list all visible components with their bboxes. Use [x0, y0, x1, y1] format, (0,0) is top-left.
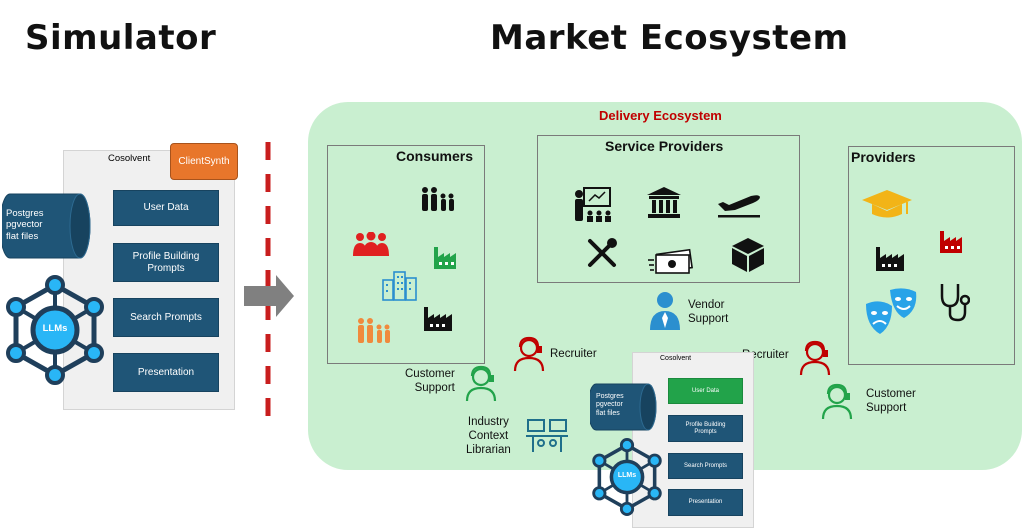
customer-support-left-icon — [465, 365, 497, 402]
mini-profile-building-prompts-box: Profile Building Prompts — [668, 415, 743, 442]
database-cylinder — [2, 193, 91, 259]
delivery-ecosystem-title: Delivery Ecosystem — [599, 108, 722, 123]
simulator-title: Simulator — [25, 18, 217, 58]
dashed-divider — [265, 142, 271, 428]
bank-icon — [647, 187, 681, 218]
search-prompts-box: Search Prompts — [113, 298, 219, 337]
mini-database-label: Postgres pgvector flat files — [596, 393, 624, 417]
vendor-support-person-icon — [650, 292, 680, 330]
mini-database-cylinder — [590, 383, 657, 431]
consumers-section — [327, 145, 485, 364]
mini-cosolvent-label: Cosolvent — [660, 355, 692, 362]
cosolvent-label: Cosolvent — [108, 153, 151, 164]
service-providers-heading: Service Providers — [605, 138, 724, 154]
market-ecosystem-title: Market Ecosystem — [490, 18, 849, 58]
providers-heading: Providers — [851, 149, 916, 165]
red-factory-icon — [940, 231, 962, 253]
librarian-label: Industry Context Librarian — [466, 416, 511, 456]
librarian-workstation-icon — [526, 419, 568, 452]
clientsynth-box: ClientSynth — [170, 143, 238, 180]
vendor-support-label: Vendor Support — [688, 299, 729, 325]
mini-presentation-box: Presentation — [668, 489, 743, 516]
user-data-box: User Data — [113, 190, 219, 226]
recruiter-left-label: Recruiter — [550, 348, 597, 360]
providers-section — [848, 146, 1015, 365]
recruiter-left-icon — [513, 336, 545, 372]
green-factory-icon — [434, 247, 456, 269]
customer-support-left-label: Customer Support — [405, 368, 455, 394]
mini-user-data-box: User Data — [668, 378, 743, 404]
llms-label: LLMs — [42, 323, 68, 334]
money-icon — [648, 248, 693, 274]
customer-support-right-label: Customer Support — [866, 388, 916, 414]
family-icon — [422, 187, 454, 211]
customer-support-right-icon — [821, 383, 853, 420]
mini-search-prompts-box: Search Prompts — [668, 453, 743, 479]
service-providers-section — [537, 135, 800, 283]
mini-llms-label: LLMs — [617, 472, 637, 479]
black-factory-icon — [424, 307, 452, 331]
teacher-presentation-icon — [575, 187, 611, 222]
consumers-heading: Consumers — [396, 148, 474, 164]
orange-family-icon — [358, 318, 390, 343]
recruiter-right-icon — [799, 340, 831, 376]
llms-network-icon — [6, 275, 104, 385]
airplane-icon — [718, 195, 760, 218]
mini-llms-network-icon — [592, 438, 662, 516]
provider-factory-icon — [876, 247, 904, 271]
tools-icon — [588, 238, 617, 267]
stethoscope-icon — [940, 284, 970, 322]
office-buildings-icon — [382, 271, 417, 301]
profile-building-prompts-box: Profile Building Prompts — [113, 243, 219, 282]
presentation-box: Presentation — [113, 353, 219, 392]
group-icon — [353, 232, 389, 256]
database-label: Postgres pgvector flat files — [6, 208, 44, 242]
graduation-cap-icon — [862, 190, 912, 218]
package-box-icon — [732, 238, 764, 272]
theater-masks-icon — [866, 288, 917, 334]
right-arrow — [244, 275, 294, 317]
